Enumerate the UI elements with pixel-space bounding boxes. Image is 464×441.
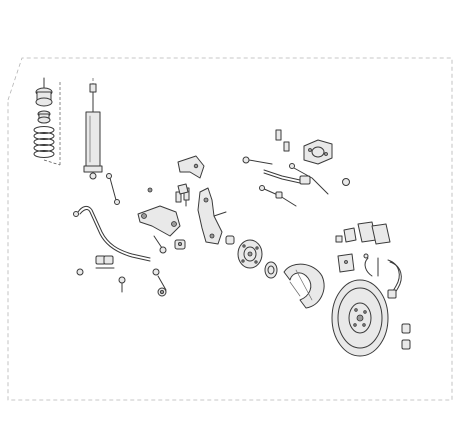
strut-mount	[35, 77, 53, 107]
small-bolt-left	[118, 276, 126, 293]
diagram-frame	[7, 57, 453, 401]
pad-clip	[335, 235, 343, 243]
brake-hose	[363, 253, 379, 277]
dust-shield	[283, 263, 325, 309]
steering-knuckle	[197, 187, 227, 245]
wear-sensor	[387, 259, 402, 299]
upper-bracket	[177, 155, 205, 179]
stabilizer-bar	[73, 205, 151, 262]
brake-pad-small	[337, 253, 355, 273]
caliper-bolts	[275, 129, 290, 152]
brake-caliper	[303, 139, 333, 165]
brake-disc	[331, 279, 389, 357]
strut-leader-line	[43, 159, 61, 166]
control-arm-bushing	[174, 239, 186, 250]
bump-stop	[37, 110, 51, 124]
knuckle-bolt	[225, 235, 235, 245]
stabilizer-link-bottom	[152, 268, 167, 297]
stabilizer-link-left	[106, 173, 120, 205]
tie-rod	[263, 169, 311, 185]
control-arm	[137, 205, 181, 254]
tie-rod-end	[242, 156, 273, 165]
brake-pads	[343, 221, 391, 245]
wheel-bearing	[264, 261, 278, 279]
spring-clip	[147, 183, 189, 195]
stabilizer-bushing	[76, 255, 115, 276]
shock-absorber	[83, 78, 103, 180]
caliper-bleed	[342, 178, 350, 186]
coil-spring	[33, 126, 55, 158]
axial-joint	[259, 185, 297, 207]
wheel-hub	[237, 239, 263, 269]
wheel-nut	[401, 323, 411, 350]
tie-rod-2	[289, 163, 329, 195]
